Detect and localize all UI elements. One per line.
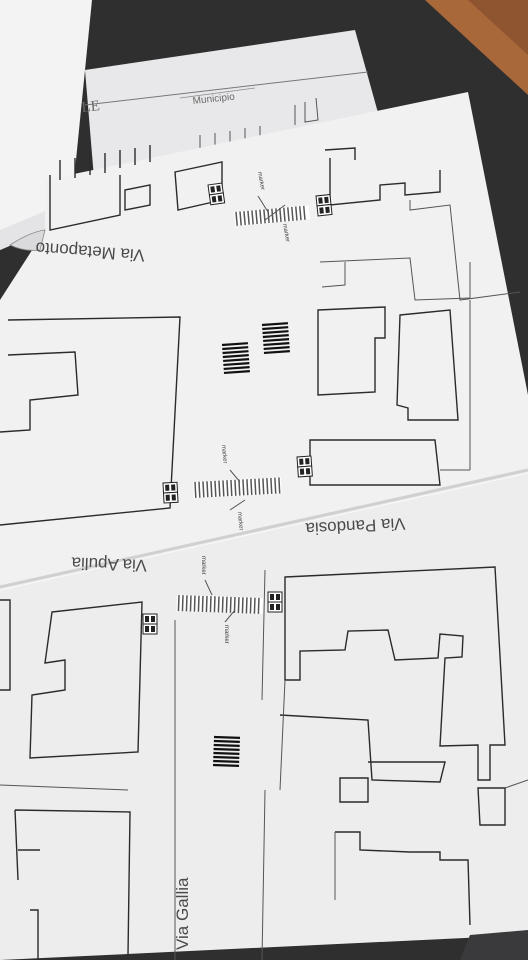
building-outline xyxy=(396,309,459,421)
building-outline xyxy=(319,257,471,301)
background-mat-edge xyxy=(460,930,528,960)
marker-label: marker xyxy=(220,445,228,464)
building-outline xyxy=(335,831,471,926)
building-outline xyxy=(0,351,79,433)
building-outline xyxy=(124,184,151,211)
building-outline xyxy=(339,777,369,803)
header-fragment: LE xyxy=(81,98,101,116)
traffic-light-icon xyxy=(315,193,333,217)
building-outline xyxy=(317,306,386,396)
street-label-via-apulia: Via Apulia xyxy=(71,553,147,575)
building-outline xyxy=(284,566,506,781)
pedestrian-crossing-icon xyxy=(193,477,282,498)
building-outline xyxy=(0,599,11,691)
block-line xyxy=(440,300,471,471)
marker-label: marker xyxy=(256,171,265,190)
building-outline xyxy=(29,601,143,759)
map-sheet: marker marker marker marker marker marke… xyxy=(0,92,528,960)
wooden-table-shadow xyxy=(468,0,528,55)
map-panel-lower xyxy=(0,468,528,960)
building-outline xyxy=(324,147,441,206)
building-outline xyxy=(279,714,446,783)
paper-curl xyxy=(9,229,46,251)
traffic-light-icon xyxy=(267,591,283,613)
traffic-light-icon xyxy=(162,481,179,504)
building-outline xyxy=(409,200,521,301)
building-outline xyxy=(477,787,506,826)
traffic-light-icon xyxy=(207,182,226,206)
marker-label: marker xyxy=(223,625,229,644)
back-paper-sheet: LE Municipio xyxy=(81,30,380,190)
pedestrian-crossing-icon xyxy=(234,205,310,226)
street-label-via-gallia: Via Gallia xyxy=(173,877,192,950)
fold-crease xyxy=(0,468,528,589)
marker-label: marker xyxy=(236,512,244,531)
barcode-marker-icon xyxy=(212,735,241,767)
building-outline xyxy=(59,145,151,180)
pedestrian-crossing-icon xyxy=(176,595,263,614)
traffic-light-icon xyxy=(296,455,313,478)
municipio-fragment: Municipio xyxy=(192,92,236,107)
building-outline xyxy=(0,316,181,526)
marker-label: marker xyxy=(200,556,206,575)
building-outline xyxy=(49,175,121,231)
traffic-light-icon xyxy=(142,613,158,635)
barcode-marker-icon xyxy=(221,342,250,375)
marker-label: marker xyxy=(281,223,290,242)
building-outline xyxy=(14,809,131,956)
barcode-marker-icon xyxy=(261,322,290,355)
